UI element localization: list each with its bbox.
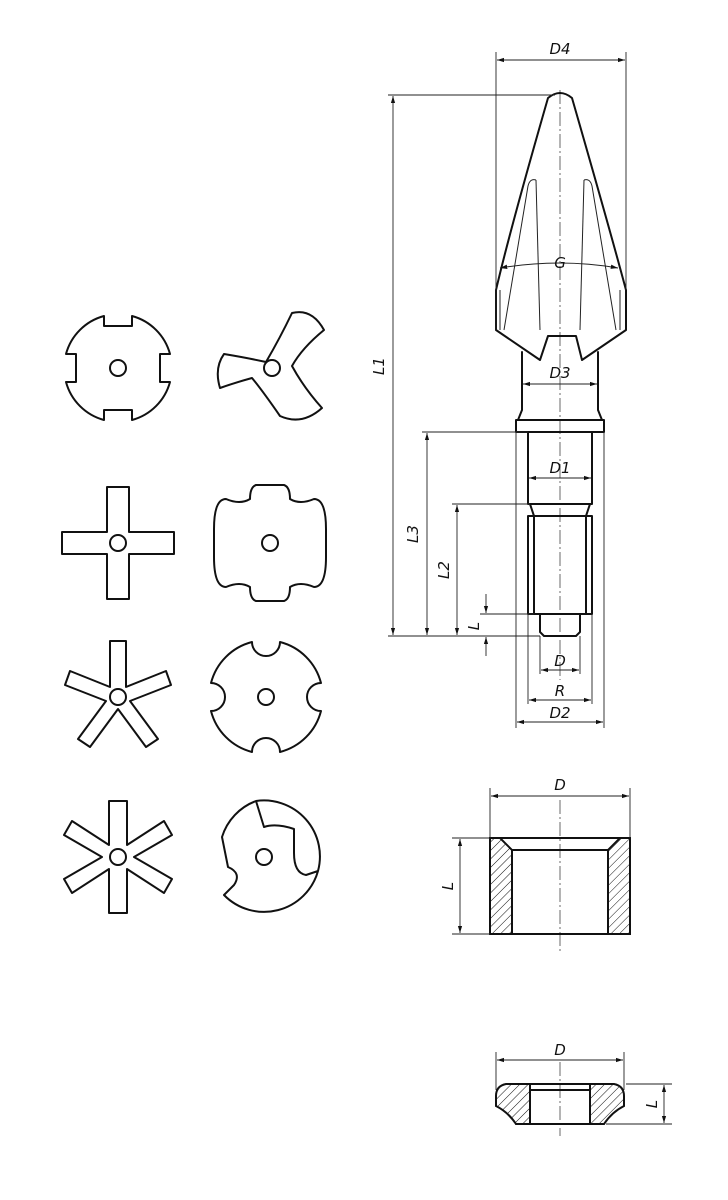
dim-l2: L2 <box>435 503 530 635</box>
dim-d3: D3 <box>523 364 597 387</box>
label-d1: D1 <box>549 459 570 477</box>
dim-g: G <box>499 254 619 272</box>
profile-4-notch <box>65 315 171 421</box>
profile-5-arm <box>64 640 172 748</box>
tool-side-view: D4 G L1 D3 L3 D1 <box>370 40 627 728</box>
dim-r: R <box>527 614 593 704</box>
dim-d2: D2 <box>515 432 605 728</box>
profile-3-cutout <box>221 799 321 913</box>
tool-head <box>495 92 627 361</box>
tool-pin <box>539 613 581 637</box>
label-l1: L1 <box>370 357 388 375</box>
profile-6-arm <box>63 800 173 914</box>
profile-3-lobe <box>216 311 325 421</box>
label-sleeve-l: L <box>439 882 457 890</box>
label-d4: D4 <box>549 40 570 58</box>
label-ring-l: L <box>643 1100 661 1108</box>
ring-section: D L <box>495 1041 672 1136</box>
label-l2: L2 <box>435 561 453 579</box>
label-sleeve-d: D <box>554 776 566 794</box>
sleeve-section: D L <box>439 776 631 952</box>
profile-4-tab <box>213 484 327 602</box>
dim-sleeve-d: D <box>489 776 631 838</box>
dim-d1: D1 <box>529 459 591 481</box>
profile-4-cutout <box>210 641 322 753</box>
tool-shank <box>527 431 593 505</box>
dim-l-pin: L <box>465 594 534 656</box>
dim-d-pin: D <box>539 636 581 674</box>
dim-l3: L3 <box>404 431 528 635</box>
label-ring-d: D <box>554 1041 566 1059</box>
label-r: R <box>555 682 565 700</box>
label-l-pin: L <box>465 622 483 630</box>
profile-grid <box>61 311 327 914</box>
dim-l1: L1 <box>370 94 555 637</box>
dim-d4: D4 <box>495 40 627 330</box>
label-g: G <box>554 254 566 272</box>
label-d2: D2 <box>549 704 570 722</box>
dim-sleeve-l: L <box>439 837 490 935</box>
label-d3: D3 <box>549 364 570 382</box>
profile-4-arm <box>61 486 175 600</box>
label-d-pin: D <box>554 652 566 670</box>
dim-ring-l: L <box>606 1083 672 1125</box>
label-l3: L3 <box>404 525 422 543</box>
dim-ring-d: D <box>495 1041 625 1090</box>
